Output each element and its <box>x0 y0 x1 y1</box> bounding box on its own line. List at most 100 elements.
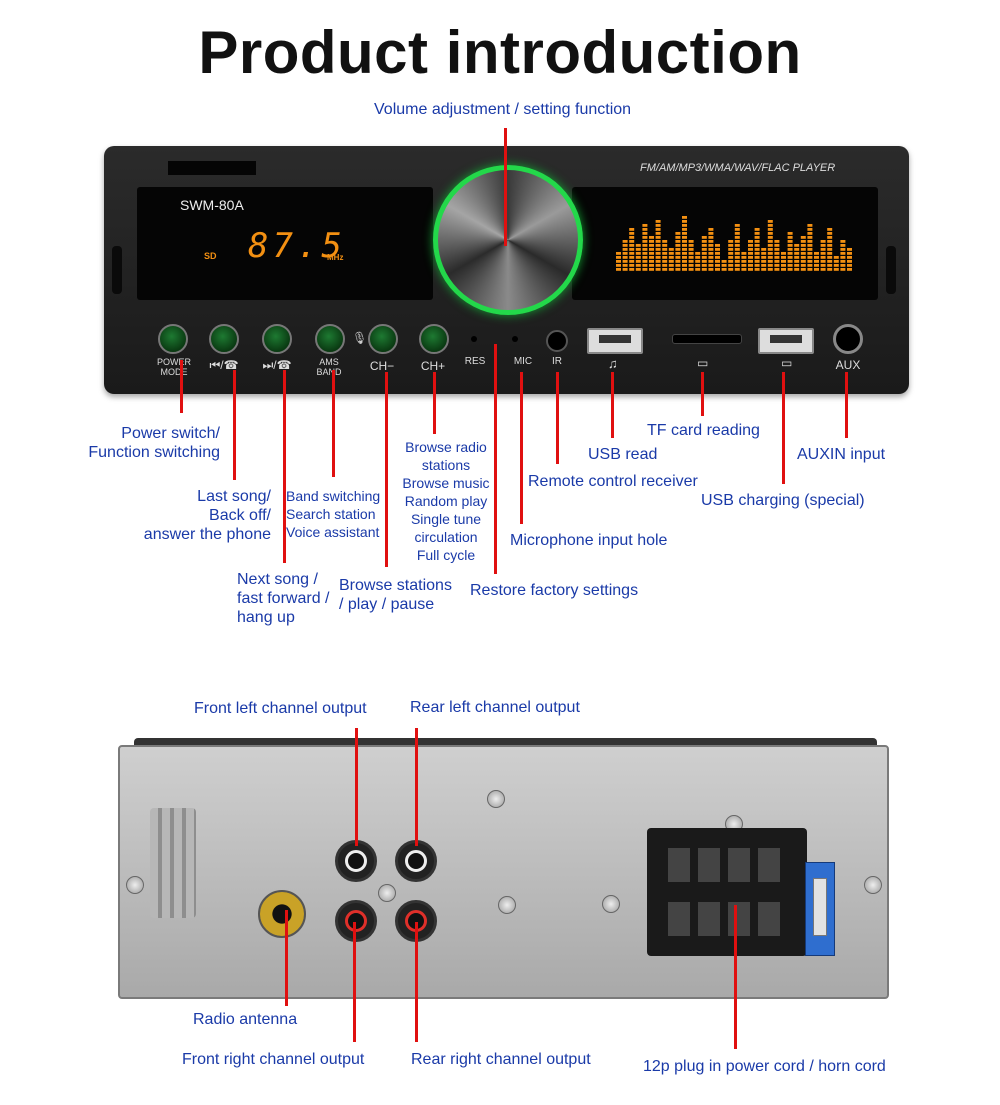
eq-bar-segment <box>754 256 760 259</box>
eq-bar-segment <box>682 216 687 219</box>
iso-pins-top <box>668 848 786 882</box>
eq-bar-segment <box>655 268 661 271</box>
eq-bar-segment <box>622 264 628 267</box>
eq-bar-segment <box>715 252 720 255</box>
screw-left <box>126 876 144 894</box>
eq-bar-segment <box>642 228 648 231</box>
tf-card-slot[interactable] <box>672 334 742 344</box>
pointer-rear-left <box>415 728 418 846</box>
power-mode-button[interactable] <box>158 324 188 354</box>
eq-bar-segment <box>682 260 687 263</box>
eq-bar-segment <box>761 256 767 259</box>
battery-icon: ▭ <box>781 356 793 370</box>
eq-bar-segment <box>761 268 767 271</box>
rca-front-left[interactable] <box>335 840 377 882</box>
eq-bar-segment <box>748 268 753 271</box>
eq-bar-segment <box>616 264 621 267</box>
eq-bar-segment <box>642 268 648 271</box>
ch-plus-button[interactable] <box>419 324 449 354</box>
eq-bar-segment <box>741 256 747 259</box>
eq-bar-segment <box>675 232 681 235</box>
eq-bar-segment <box>800 244 806 247</box>
prev-call-button[interactable] <box>209 324 239 354</box>
eq-bar-segment <box>728 260 734 263</box>
eq-bar-segment <box>820 256 826 259</box>
reset-hole[interactable] <box>471 336 477 342</box>
eq-bar-segment <box>701 264 707 267</box>
card-slot <box>168 161 256 175</box>
eq-bar-segment <box>827 268 833 271</box>
ch-plus-label: CH+ <box>420 359 446 373</box>
eq-bar-segment <box>629 252 635 255</box>
eq-bar-segment <box>649 260 654 263</box>
eq-bar-segment <box>655 232 661 235</box>
eq-bar-segment <box>662 260 668 263</box>
eq-bar-segment <box>622 252 628 255</box>
eq-bar-segment <box>748 244 753 247</box>
next-hangup-button[interactable] <box>262 324 292 354</box>
ams-band-label: AMS BAND <box>316 357 342 377</box>
eq-bar-segment <box>682 248 687 251</box>
eq-bar-segment <box>675 236 681 239</box>
eq-bar-segment <box>688 252 694 255</box>
eq-bar-segment <box>761 252 767 255</box>
eq-bar-segment <box>708 268 714 271</box>
eq-bar-segment <box>668 264 674 267</box>
rca-rear-right[interactable] <box>395 900 437 942</box>
eq-bar-segment <box>675 244 681 247</box>
label-front-left: Front left channel output <box>194 700 367 717</box>
volume-knob[interactable] <box>433 165 583 315</box>
eq-bar-segment <box>800 240 806 243</box>
eq-bar-segment <box>688 268 694 271</box>
label-power: Power switch/ Function switching <box>88 425 220 461</box>
eq-bar-segment <box>827 248 833 251</box>
eq-bar-segment <box>629 236 635 239</box>
eq-bar-segment <box>655 264 661 267</box>
ams-band-button[interactable] <box>315 324 345 354</box>
eq-bar-segment <box>800 252 806 255</box>
usb-read-port[interactable] <box>587 328 643 354</box>
eq-bar-segment <box>767 220 773 223</box>
eq-bar-segment <box>655 228 661 231</box>
eq-bar-segment <box>754 232 760 235</box>
rca-front-right[interactable] <box>335 900 377 942</box>
eq-bar-segment <box>688 240 694 243</box>
eq-bar-segment <box>708 228 714 231</box>
aux-jack[interactable] <box>833 324 863 354</box>
eq-bar-segment <box>820 264 826 267</box>
eq-bar-segment <box>827 256 833 259</box>
eq-bar-segment <box>701 268 707 271</box>
frequency-unit: MHz <box>327 253 344 262</box>
equalizer-bars <box>616 216 852 271</box>
eq-bar-segment <box>734 244 740 247</box>
eq-bar-segment <box>807 260 813 263</box>
eq-bar-segment <box>787 240 793 243</box>
screw-rca <box>378 884 396 902</box>
eq-bar-segment <box>708 232 714 235</box>
eq-bar-segment <box>814 252 819 255</box>
eq-bar-segment <box>642 256 648 259</box>
ch-minus-button[interactable] <box>368 324 398 354</box>
eq-bar-segment <box>807 248 813 251</box>
eq-bar-segment <box>761 264 767 267</box>
eq-bar-segment <box>616 260 621 263</box>
label-band: Band switching Search station Voice assi… <box>286 488 381 540</box>
eq-bar-segment <box>754 248 760 251</box>
eq-bar-segment <box>728 248 734 251</box>
eq-bar-segment <box>728 264 734 267</box>
label-mic-hole: Microphone input hole <box>510 532 668 549</box>
eq-bar-segment <box>701 236 707 239</box>
eq-bar-segment <box>833 256 839 259</box>
eq-bar-segment <box>642 236 648 239</box>
usb-charge-port[interactable] <box>758 328 814 354</box>
eq-bar-segment <box>622 256 628 259</box>
eq-bar-segment <box>655 244 661 247</box>
eq-bar-segment <box>847 268 852 271</box>
rca-rear-left[interactable] <box>395 840 437 882</box>
eq-bar-segment <box>642 244 648 247</box>
antenna-socket[interactable] <box>258 890 306 938</box>
eq-bar-segment <box>767 264 773 267</box>
pointer-mic <box>520 372 523 524</box>
eq-bar-segment <box>847 252 852 255</box>
eq-bar-segment <box>767 236 773 239</box>
